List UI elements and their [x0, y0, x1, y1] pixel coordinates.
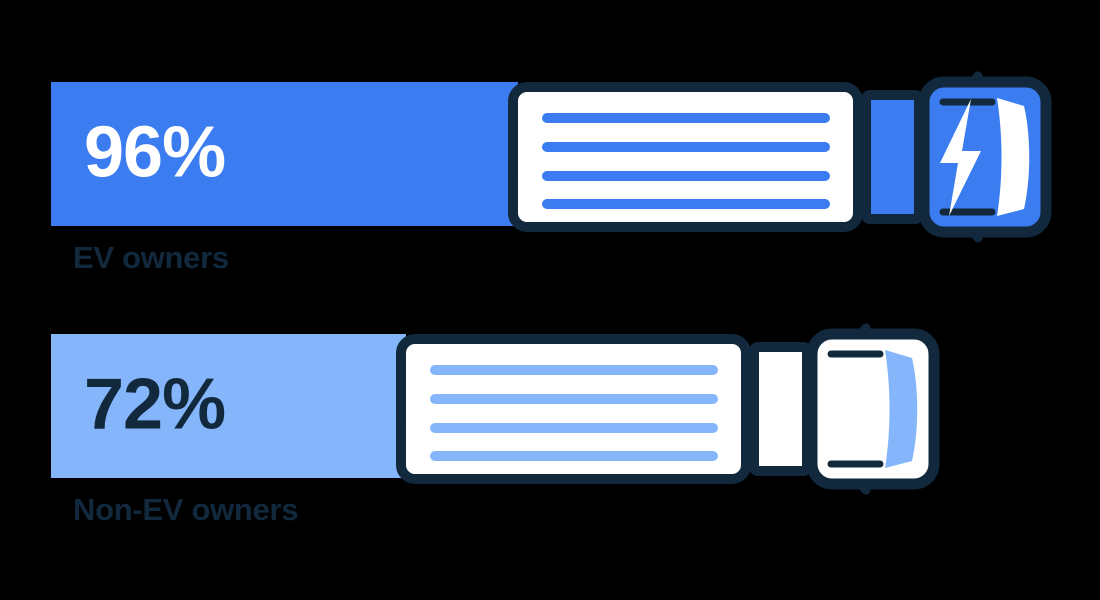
conventional-truck-icon — [388, 304, 948, 514]
electric-truck-icon — [500, 52, 1060, 262]
bar-value-nonev: 72% — [84, 364, 226, 445]
bar-track-ev: 96% — [51, 82, 518, 226]
bar-value-ev: 96% — [84, 112, 226, 193]
bar-fill-nonev — [51, 334, 406, 478]
bar-label-nonev: Non-EV owners — [73, 492, 299, 527]
bar-track-nonev: 72% — [51, 334, 406, 478]
bar-label-ev: EV owners — [73, 240, 229, 275]
bar-fill-ev — [51, 82, 518, 226]
